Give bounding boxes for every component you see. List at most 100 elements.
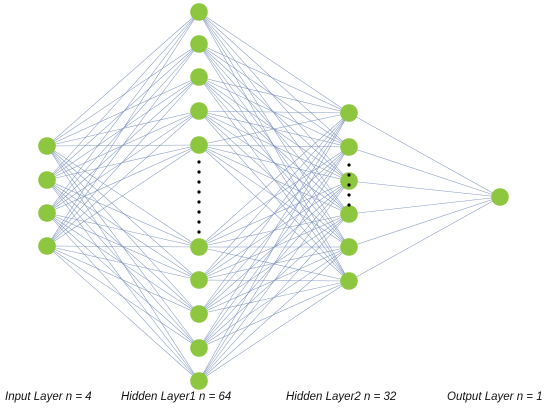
edge-hidden1-9-to-hidden2-2	[198, 180, 350, 382]
edge-hidden1-9-to-hidden2-5	[198, 280, 350, 382]
edge-hidden1-3-to-hidden2-3	[198, 110, 350, 215]
hidden1-neuron-7	[190, 271, 208, 289]
hidden1-ellipsis-dot-3	[197, 180, 201, 184]
hidden-layer2-size: n = 32	[364, 391, 397, 403]
edge-input-3-to-hidden1-6	[46, 245, 200, 281]
edge-hidden1-4-to-hidden2-0	[198, 112, 350, 146]
edge-input-2-to-hidden1-8	[46, 212, 200, 349]
input-neuron-1	[38, 137, 56, 155]
edge-input-3-to-hidden1-9	[46, 245, 200, 382]
edge-input-2-to-hidden1-7	[46, 212, 200, 315]
edge-input-3-to-hidden1-0	[46, 11, 200, 247]
edge-hidden1-0-to-hidden2-3	[198, 11, 350, 215]
edge-input-1-to-hidden1-4	[46, 144, 200, 181]
edge-hidden1-0-to-hidden2-0	[198, 11, 350, 114]
hidden1-neuron-6	[190, 238, 208, 256]
hidden1-neuron-4	[190, 102, 208, 120]
hidden2-ellipsis-dot-4	[347, 193, 351, 197]
input-layer-name: Input Layer	[5, 391, 63, 403]
edge-input-3-to-hidden1-3	[46, 110, 200, 247]
edge-hidden1-4-to-hidden2-4	[198, 144, 350, 248]
hidden1-neuron-9	[190, 339, 208, 357]
edge-hidden1-9-to-hidden2-1	[198, 146, 350, 382]
hidden-layer1-size: n = 64	[199, 391, 232, 403]
edge-input-0-to-hidden1-2	[46, 76, 200, 147]
edge-hidden1-7-to-hidden2-0	[198, 112, 350, 315]
edge-hidden1-9-to-hidden2-4	[198, 246, 350, 382]
output-layer-size: n = 1	[516, 391, 543, 403]
input-neuron-3	[38, 204, 56, 222]
edge-input-1-to-hidden1-0	[46, 11, 200, 181]
input-neuron-4	[38, 237, 56, 255]
edge-hidden1-6-to-hidden2-0	[198, 112, 350, 281]
edge-hidden2-1-to-output-0	[348, 146, 501, 198]
edge-input-0-to-hidden1-6	[46, 145, 200, 281]
input-layer-size: n = 4	[65, 391, 92, 403]
hidden2-neuron-3	[340, 172, 358, 190]
edge-input-2-to-hidden1-3	[46, 110, 200, 214]
edge-input-3-to-hidden1-5	[46, 245, 200, 248]
hidden1-neuron-10	[190, 372, 208, 390]
hidden1-neuron-2	[190, 35, 208, 53]
hidden2-neuron-5	[340, 238, 358, 256]
hidden-layer2-name: Hidden Layer2	[286, 391, 361, 403]
hidden1-ellipsis-dot-4	[197, 190, 201, 194]
hidden2-ellipsis-dot-5	[347, 203, 351, 207]
edge-hidden1-1-to-hidden2-1	[198, 43, 350, 148]
hidden1-ellipsis-dot-5	[197, 200, 201, 204]
edge-hidden1-5-to-hidden2-2	[198, 180, 350, 248]
edge-input-3-to-hidden1-2	[46, 76, 200, 247]
edge-input-1-to-hidden1-8	[46, 179, 200, 349]
input-neuron-2	[38, 171, 56, 189]
label-input-layer: Input Layer n = 4	[5, 391, 92, 403]
edge-input-1-to-hidden1-5	[46, 179, 200, 248]
label-hidden-layer1: Hidden Layer1 n = 64	[121, 391, 231, 403]
neurons	[38, 3, 509, 390]
edge-hidden1-8-to-hidden2-0	[198, 112, 350, 349]
connections	[46, 11, 501, 382]
edge-hidden1-2-to-hidden2-0	[198, 76, 350, 114]
edge-hidden1-5-to-hidden2-0	[198, 112, 350, 248]
hidden1-ellipsis-dot-7	[197, 220, 201, 224]
hidden2-neuron-6	[340, 272, 358, 290]
hidden1-neuron-1	[190, 3, 208, 21]
edge-input-1-to-hidden1-7	[46, 179, 200, 315]
edge-input-3-to-hidden1-4	[46, 144, 200, 247]
label-output-layer: Output Layer n = 1	[447, 391, 543, 403]
ellipsis-markers	[197, 160, 351, 234]
edge-hidden1-5-to-hidden2-1	[198, 146, 350, 248]
edge-hidden1-4-to-hidden2-3	[198, 144, 350, 215]
edge-hidden1-4-to-hidden2-2	[198, 144, 350, 182]
edge-hidden1-0-to-hidden2-2	[198, 11, 350, 182]
output-neuron-1	[491, 188, 509, 206]
hidden1-ellipsis-dot-1	[197, 160, 201, 164]
edge-hidden1-0-to-hidden2-1	[198, 11, 350, 148]
hidden2-ellipsis-dot-2	[347, 173, 351, 177]
hidden1-neuron-3	[190, 68, 208, 86]
hidden2-ellipsis-dot-3	[347, 183, 351, 187]
edge-input-0-to-hidden1-1	[46, 43, 200, 147]
hidden1-neuron-8	[190, 305, 208, 323]
edge-hidden1-2-to-hidden2-3	[198, 76, 350, 215]
edge-hidden1-7-to-hidden2-4	[198, 246, 350, 315]
hidden2-neuron-1	[340, 104, 358, 122]
edge-hidden1-2-to-hidden2-4	[198, 76, 350, 248]
edge-hidden2-5-to-output-0	[348, 196, 501, 282]
edge-input-1-to-hidden1-3	[46, 110, 200, 181]
hidden1-neuron-5	[190, 136, 208, 154]
hidden1-ellipsis-dot-2	[197, 170, 201, 174]
edge-input-3-to-hidden1-7	[46, 245, 200, 315]
edge-hidden2-0-to-output-0	[348, 112, 501, 198]
edge-hidden1-1-to-hidden2-0	[198, 43, 350, 114]
edge-input-2-to-hidden1-0	[46, 11, 200, 214]
hidden-layer1-name: Hidden Layer1	[121, 391, 196, 403]
edge-hidden1-9-to-hidden2-0	[198, 112, 350, 382]
edge-hidden1-0-to-hidden2-4	[198, 11, 350, 248]
edge-hidden2-2-to-output-0	[348, 180, 501, 198]
edge-hidden1-8-to-hidden2-5	[198, 280, 350, 349]
output-layer-name: Output Layer	[447, 391, 514, 403]
edge-hidden1-9-to-hidden2-3	[198, 213, 350, 382]
hidden1-ellipsis-dot-6	[197, 210, 201, 214]
hidden1-ellipsis-dot-8	[197, 230, 201, 234]
